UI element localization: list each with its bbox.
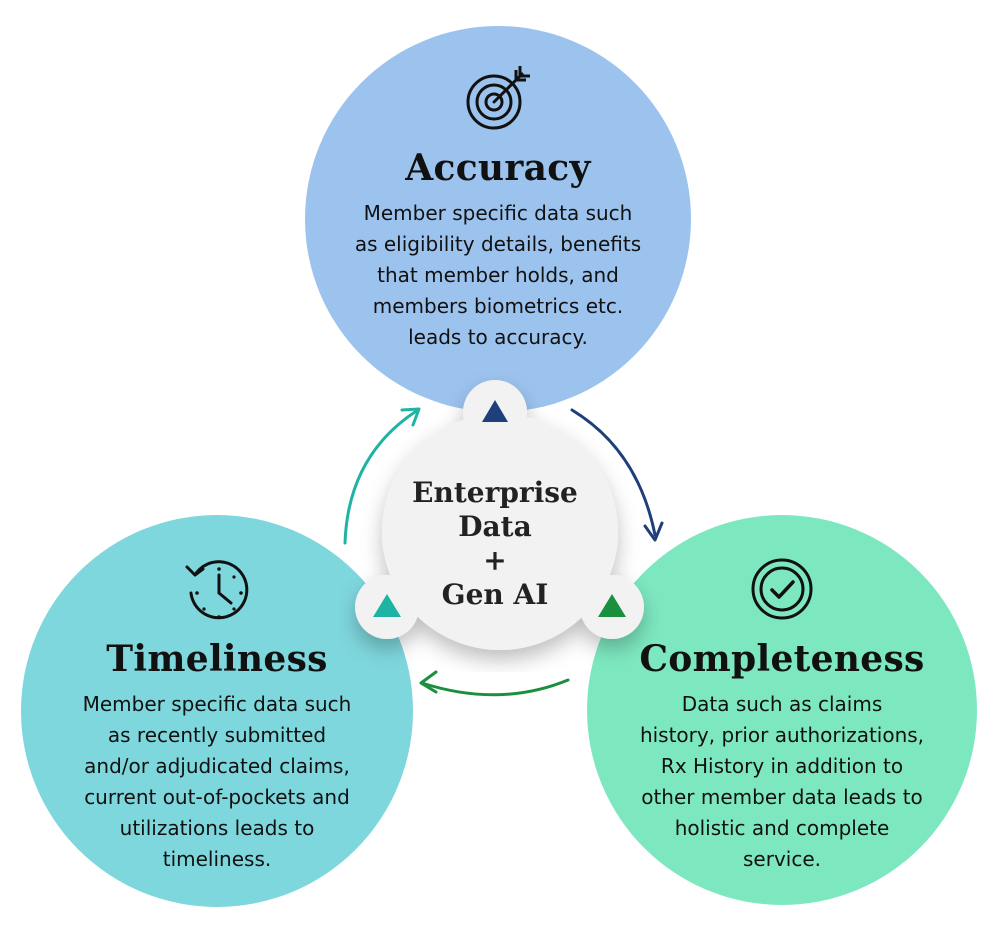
center-hub — [355, 380, 644, 650]
check-circle-icon — [751, 558, 813, 620]
triangle-accuracy-marker — [482, 400, 508, 422]
arrow-completeness-to-timeliness — [420, 678, 570, 697]
triangle-timeliness-marker — [373, 594, 401, 617]
completeness-circle: Completeness Data such as claims history… — [587, 515, 977, 905]
completeness-line: holistic and complete — [674, 816, 890, 840]
accuracy-line: that member holds, and — [377, 263, 619, 287]
accuracy-line: as eligibility details, benefits — [354, 232, 642, 256]
timeliness-circle: Timeliness Member specific data such as … — [21, 515, 413, 907]
timeliness-line: utilizations leads to — [119, 816, 315, 840]
timeliness-line: as recently submitted — [107, 723, 327, 747]
accuracy-title: Accuracy — [405, 147, 591, 189]
center-line: Data — [458, 510, 532, 543]
accuracy-description: Member specific data such as eligibility… — [328, 198, 668, 353]
accuracy-line: Member specific data such — [363, 201, 633, 225]
center-label: Enterprise Data + Gen AI — [395, 476, 595, 612]
center-line: + — [483, 544, 507, 577]
target-icon — [466, 66, 530, 130]
accuracy-line: members biometrics etc. — [372, 294, 624, 318]
completeness-line: service. — [743, 847, 821, 871]
timeliness-title: Timeliness — [106, 638, 328, 680]
completeness-line: Data such as claims — [681, 692, 883, 716]
accuracy-circle: Accuracy Member specific data such as el… — [305, 26, 691, 412]
center-line: Enterprise — [412, 476, 578, 509]
completeness-description: Data such as claims history, prior autho… — [612, 689, 952, 875]
triangle-completeness-marker — [598, 594, 626, 617]
timeliness-line: and/or adjudicated claims, — [84, 754, 350, 778]
timeliness-line: timeliness. — [162, 847, 272, 871]
timeliness-description: Member specific data such as recently su… — [47, 689, 387, 875]
timeliness-line: current out-of-pockets and — [84, 785, 350, 809]
accuracy-line: leads to accuracy. — [408, 325, 588, 349]
completeness-title: Completeness — [639, 638, 925, 680]
clock-history-icon — [185, 560, 249, 620]
center-line: Gen AI — [441, 578, 549, 611]
arrowhead-completeness-to-timeliness — [419, 670, 438, 694]
completeness-line: history, prior authorizations, — [639, 723, 925, 747]
timeliness-line: Member specific data such — [82, 692, 352, 716]
completeness-line: other member data leads to — [641, 785, 923, 809]
completeness-line: Rx History in addition to — [660, 754, 904, 778]
